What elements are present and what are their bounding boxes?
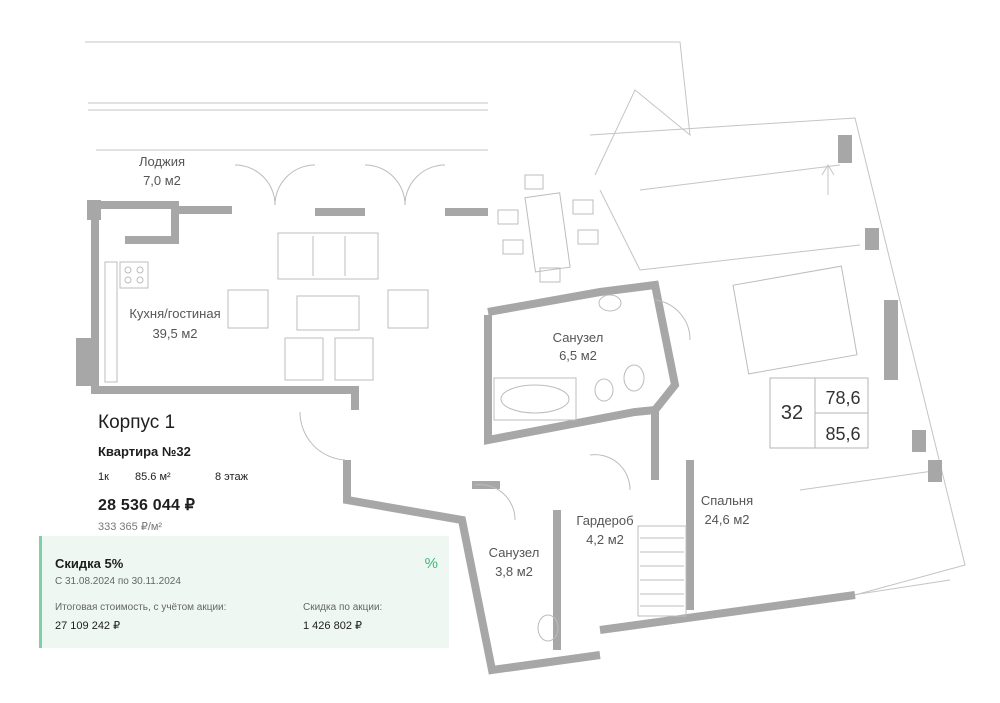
wardrobe-rack [637, 525, 687, 617]
living-area-label: 78,6 [825, 388, 860, 408]
armchair [227, 289, 269, 329]
coffee-table [296, 295, 360, 331]
total-price-value: 27 109 242 ₽ [55, 620, 121, 632]
toilet [623, 364, 645, 392]
total-price-label: Итоговая стоимость, с учётом акции: [55, 602, 227, 613]
kitchen-counter [104, 261, 118, 383]
stove [119, 261, 149, 289]
apartment-area: 85.6 м² [135, 471, 171, 483]
room-label-wardrobe: Гардероб [576, 513, 633, 528]
discount-title: Скидка 5% [55, 556, 124, 571]
armchair [284, 337, 324, 381]
room-area-kitchen-living: 39,5 м2 [152, 326, 197, 341]
sofa [277, 232, 379, 280]
building-title: Корпус 1 [98, 412, 176, 433]
room-area-bedroom: 24,6 м2 [704, 512, 749, 527]
room-label-bathroom-2: Санузел [489, 545, 540, 560]
armchair [387, 289, 429, 329]
room-area-wardrobe: 4,2 м2 [586, 532, 624, 547]
room-label-loggia: Лоджия [139, 154, 185, 169]
wall-bedroom [599, 591, 856, 634]
building-outline-right [589, 117, 966, 596]
discount-amount-label: Скидка по акции: [303, 602, 383, 613]
dining-table [524, 192, 571, 273]
room-area-bathroom: 6,5 м2 [559, 348, 597, 363]
wall-bath1 [484, 280, 680, 445]
room-label-kitchen-living: Кухня/гостиная [129, 306, 220, 321]
wall-living-west [91, 200, 359, 410]
wall-corridor [343, 460, 601, 675]
floor-number: 8 этаж [215, 471, 248, 483]
total-area-label: 85,6 [825, 424, 860, 444]
percent-icon: % [424, 555, 438, 572]
wall-loggia-inner [95, 201, 179, 244]
wall-block [87, 200, 101, 220]
apartment-specs: 1к 85.6 м² 8 этаж [98, 471, 248, 483]
discount-dates: С 31.08.2024 по 30.11.2024 [55, 576, 181, 587]
armchair [334, 337, 374, 381]
bed [732, 265, 858, 375]
price-per-m2: 333 365 ₽/м² [98, 521, 163, 533]
discount-panel: Скидка 5% С 31.08.2024 по 30.11.2024 % И… [39, 536, 449, 648]
door-arc [234, 164, 276, 206]
room-label-bathroom: Санузел [553, 330, 604, 345]
room-label-bedroom: Спальня [701, 493, 753, 508]
bathtub [493, 377, 577, 421]
room-area-loggia: 7,0 м2 [143, 173, 181, 188]
area-box: 32 78,6 85,6 [769, 377, 869, 449]
room-count: 1к [98, 471, 109, 483]
discount-amount-value: 1 426 802 ₽ [303, 620, 362, 632]
apartment-number-label: 32 [781, 402, 803, 424]
price: 28 536 044 ₽ [98, 497, 196, 514]
apartment-title: Квартира №32 [98, 444, 191, 459]
room-area-bathroom-2: 3,8 м2 [495, 564, 533, 579]
building-outline-top [85, 41, 691, 176]
apartment-info: Корпус 1 Квартира №32 1к 85.6 м² 8 этаж … [98, 412, 248, 533]
